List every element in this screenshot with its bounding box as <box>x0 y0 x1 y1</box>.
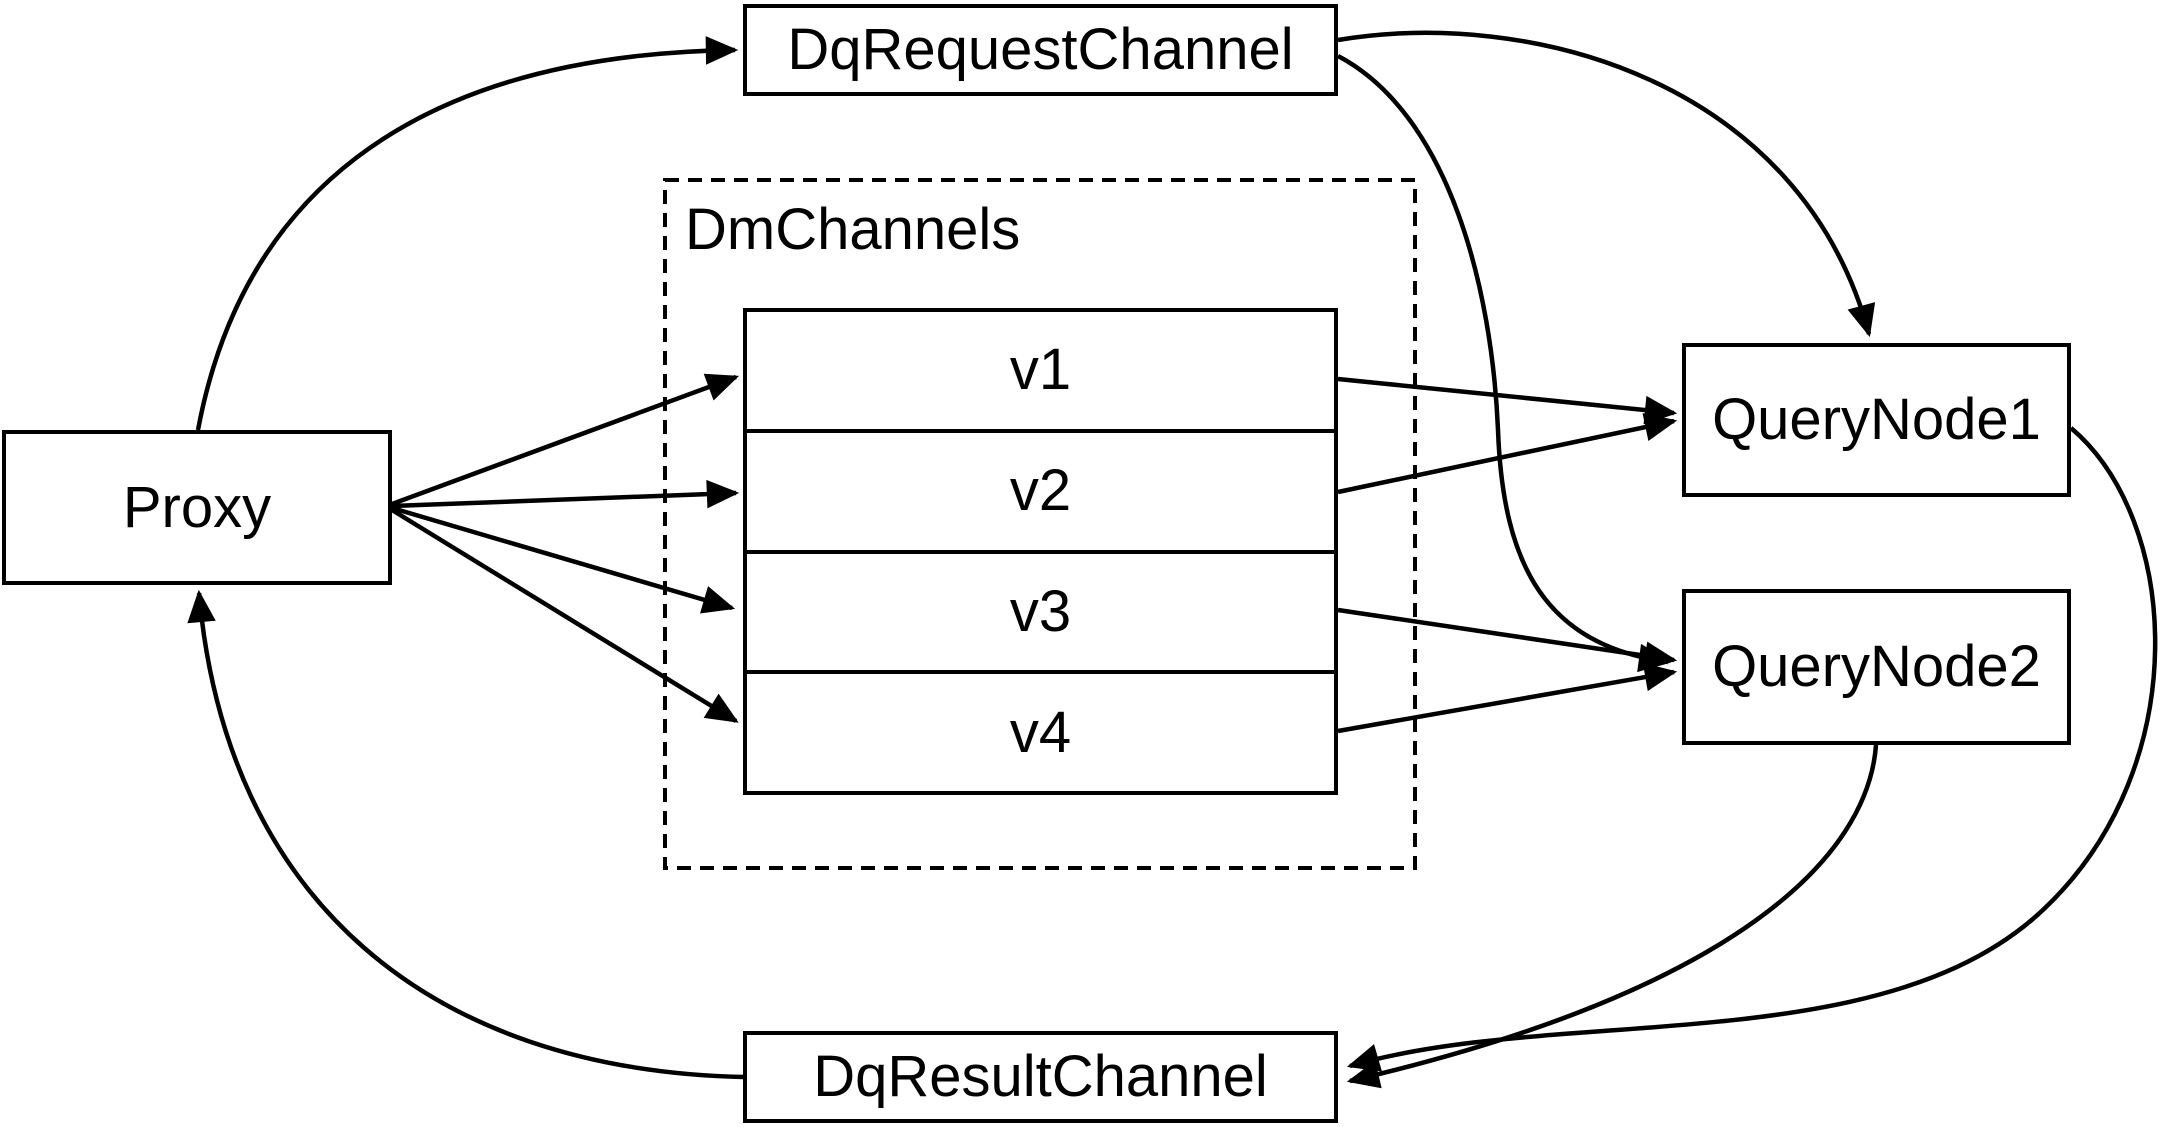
dm-channels-group-label: DmChannels <box>685 197 1021 262</box>
dm-channel-row-v2: v2 <box>747 428 1334 550</box>
dm-channel-row-v3: v3 <box>747 549 1334 671</box>
node-proxy-label: Proxy <box>122 474 272 540</box>
edge-dq-request-channel-to-query-node-1 <box>1337 30 1876 338</box>
node-query-node-2-label: QueryNode2 <box>1712 634 2041 699</box>
edge-proxy-to-v4 <box>390 508 739 723</box>
node-query-node-2: QueryNode2 <box>1682 589 2071 745</box>
edge-proxy-to-v1 <box>391 373 740 507</box>
node-query-node-1: QueryNode1 <box>1682 343 2071 497</box>
node-dq-request-channel-label: DqRequestChannel <box>787 17 1294 82</box>
dm-channel-row-v2-label: v2 <box>1009 458 1072 524</box>
node-query-node-1-label: QueryNode1 <box>1712 387 2041 452</box>
edge-dq-request-channel-to-query-node-2 <box>1336 54 1672 673</box>
edge-proxy-to-v3 <box>391 505 736 614</box>
edge-query-node-1-to-dq-result-channel <box>1346 426 2158 1072</box>
edge-proxy-to-v2 <box>391 479 740 509</box>
edge-proxy-to-dq-request-channel <box>195 36 739 431</box>
dm-channel-row-v1-label: v1 <box>1009 337 1072 403</box>
edge-v3-to-query-node-2 <box>1337 607 1678 670</box>
node-dq-request-channel: DqRequestChannel <box>743 4 1338 96</box>
edge-v1-to-query-node-1 <box>1337 376 1678 425</box>
node-dq-result-channel-label: DqResultChannel <box>813 1044 1268 1109</box>
dm-channel-row-v4-label: v4 <box>1009 699 1072 765</box>
edge-query-node-2-to-dq-result-channel <box>1346 744 1879 1089</box>
dm-channel-row-v3-label: v3 <box>1009 578 1072 644</box>
dm-channels-table: v1 v2 v3 v4 <box>743 308 1338 795</box>
edge-v2-to-query-node-1 <box>1337 413 1678 495</box>
edge-v4-to-query-node-2 <box>1337 663 1678 734</box>
dm-channel-row-v4: v4 <box>747 670 1334 791</box>
dm-channel-row-v1: v1 <box>747 312 1334 429</box>
node-proxy: Proxy <box>2 430 392 585</box>
node-dq-result-channel: DqResultChannel <box>743 1031 1338 1123</box>
edge-dq-result-channel-to-proxy <box>187 589 744 1080</box>
